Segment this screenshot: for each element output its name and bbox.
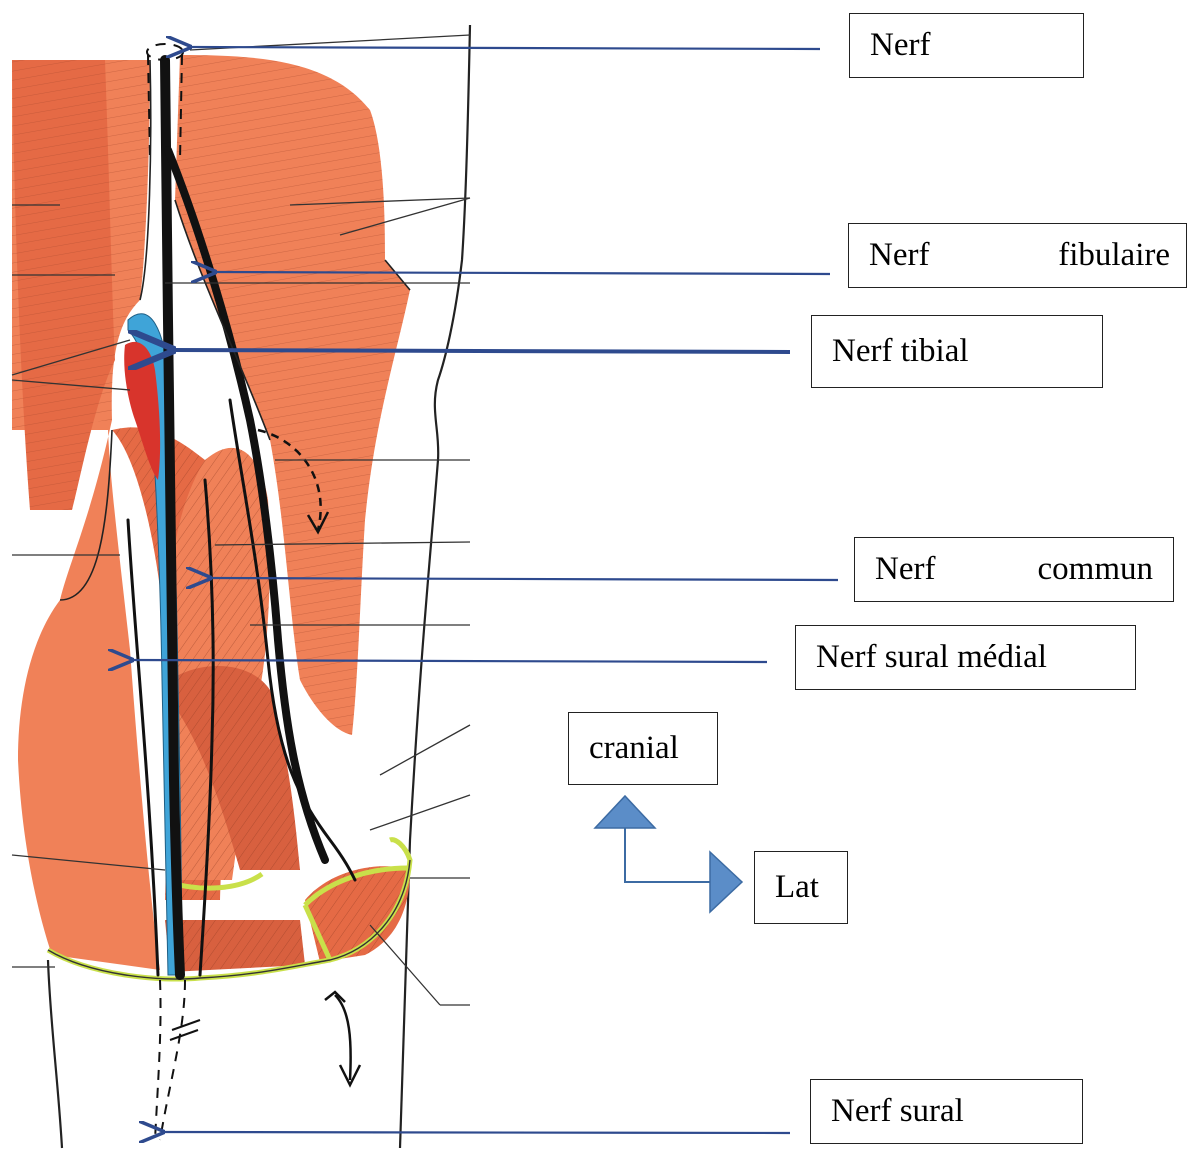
label-cranial: cranial [568, 712, 718, 785]
label-lat: Lat [754, 851, 848, 924]
leader-nerf [190, 47, 820, 49]
lateral-arrow-head [710, 852, 742, 912]
cranial-arrow-head [595, 796, 655, 828]
label-nerf-tibial: Nerf tibial [811, 315, 1103, 388]
label-nerf-commun: Nerf commun [854, 537, 1174, 602]
orientation-arrows [595, 796, 742, 912]
label-nerf-sural: Nerf sural [810, 1079, 1083, 1144]
orientation-arrow-shaft [625, 828, 710, 882]
label-nerf-fibulaire: Nerf fibulaire [848, 223, 1187, 288]
leader-nerf-sural [163, 1132, 790, 1133]
leader-nerf-tibial [172, 350, 790, 352]
label-nerf-sural-medial: Nerf sural médial [795, 625, 1136, 690]
label-nerf: Nerf [849, 13, 1084, 78]
